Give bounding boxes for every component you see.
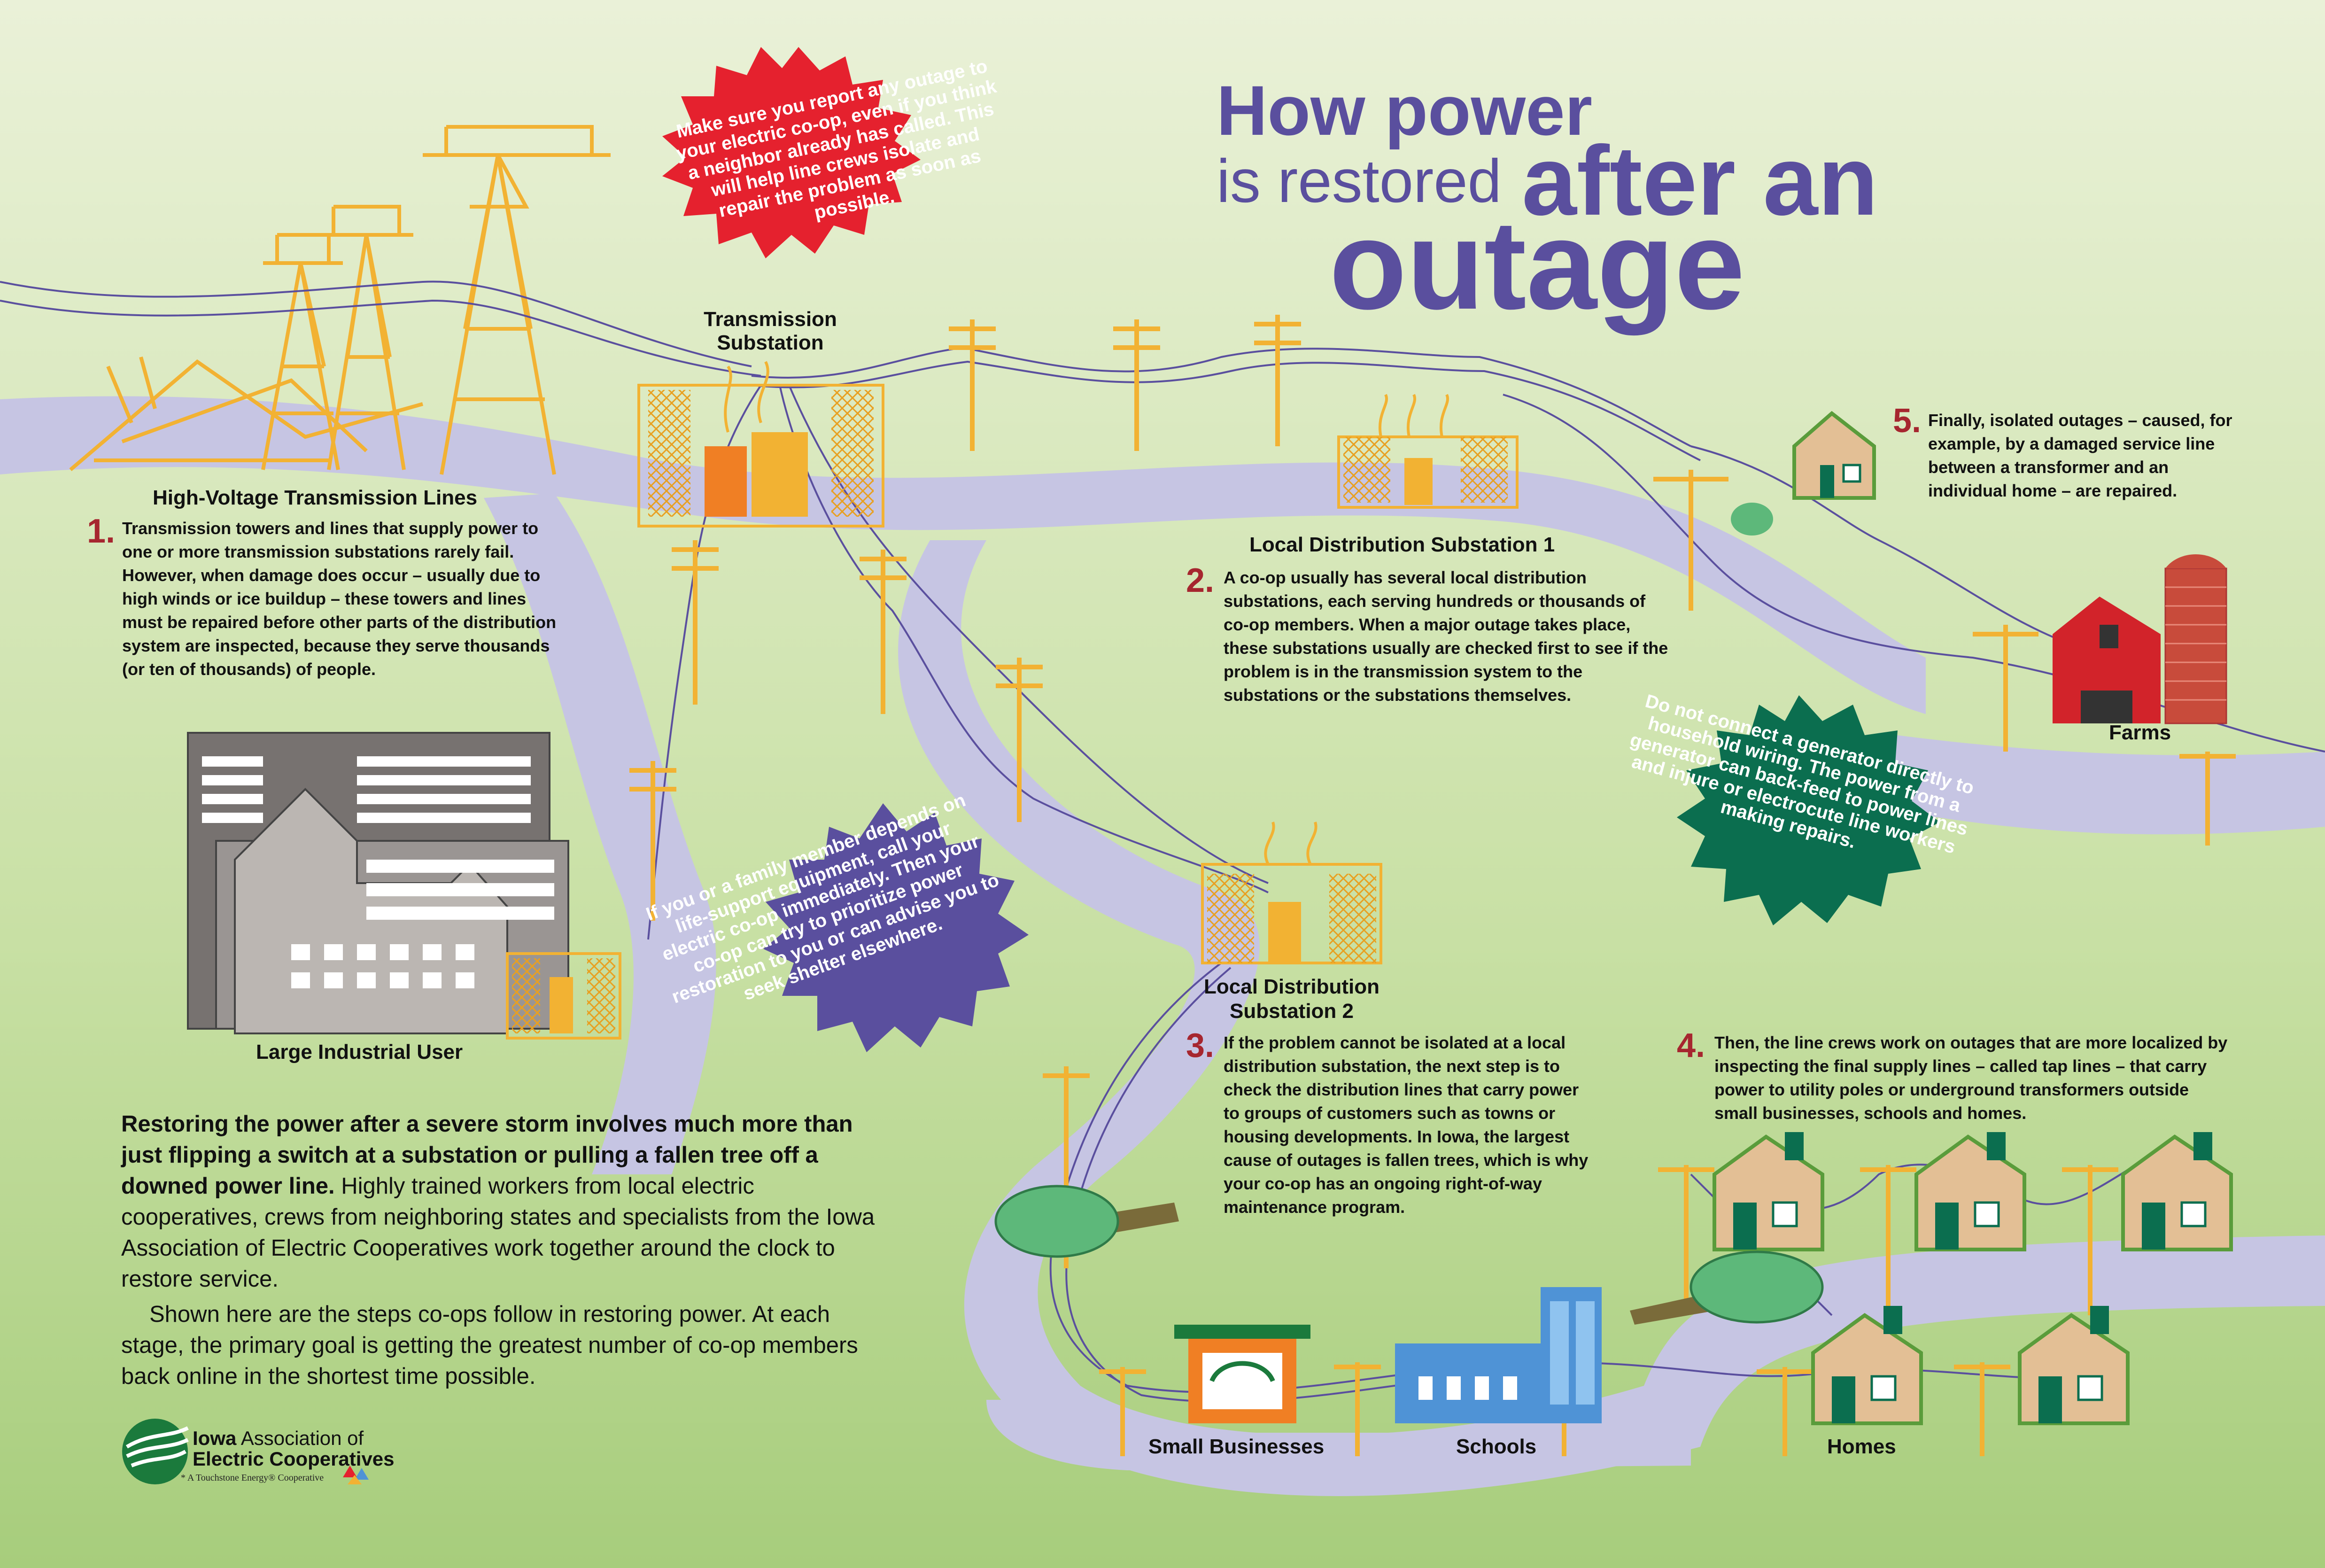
intro-paragraph: Restoring the power after a severe storm… — [121, 1109, 891, 1295]
red-burst-shape — [662, 47, 921, 258]
step-2-number: 2. — [1186, 562, 1215, 599]
tower-fallen — [69, 356, 424, 472]
school-graphic — [1395, 1287, 1602, 1423]
farm-graphic — [2053, 554, 2227, 724]
label-small-businesses: Small Businesses — [1148, 1435, 1325, 1458]
iowa-coop-logo-mark — [122, 1419, 189, 1484]
isolated-home-graphic — [1731, 411, 1876, 536]
step-2-text: A co-op usually has several local distri… — [1224, 568, 1668, 705]
homes-graphic — [1713, 1132, 2233, 1425]
label-homes: Homes — [1827, 1435, 1896, 1458]
step-1-text: Transmission towers and lines that suppl… — [122, 519, 557, 679]
step-1-number: 1. — [87, 512, 116, 550]
tower-2 — [319, 205, 413, 470]
title-line-2: is restored — [1217, 147, 1502, 215]
label-large-industrial-user: Large Industrial User — [256, 1040, 463, 1063]
logo-line-2: Electric Cooperatives — [193, 1448, 395, 1470]
step-3-number: 3. — [1186, 1027, 1215, 1064]
purple-burst-shape — [763, 803, 1029, 1052]
label-transmission-substation-line-1: Transmission — [704, 308, 837, 331]
label-local-substation-2: Local Distribution Substation 2 — [1174, 975, 1409, 1024]
step-3-text: If the problem cannot be isolated at a l… — [1224, 1033, 1589, 1217]
fallen-trees — [994, 1185, 1824, 1325]
step-4-number: 4. — [1677, 1027, 1705, 1064]
transmission-substation-graphic — [637, 361, 884, 528]
label-farms: Farms — [2109, 721, 2171, 744]
label-local-substation-1: Local Distribution Substation 1 — [1249, 533, 1555, 556]
logo-text: Iowa Association of Electric Cooperative… — [193, 1428, 395, 1469]
green-burst-shape — [1677, 695, 1940, 925]
logo-line-1: Iowa Association of — [193, 1428, 395, 1449]
label-transmission-substation: Transmission Substation — [676, 308, 864, 355]
logo-iowa: Iowa — [193, 1427, 237, 1449]
label-local-substation-2-line-2: Substation 2 — [1229, 1000, 1354, 1023]
intro-paragraph-2: Shown here are the steps co-ops follow i… — [121, 1302, 858, 1389]
title-line-4: outage — [1329, 194, 1745, 336]
title-line-3: after an — [1522, 125, 1878, 236]
touchstone-icon — [343, 1466, 369, 1484]
transmission-towers — [69, 125, 611, 475]
label-transmission-substation-line-2: Substation — [717, 331, 824, 354]
title-line-1: How power — [1217, 71, 1593, 150]
logo-tagline: * A Touchstone Energy® Cooperative — [181, 1473, 324, 1483]
intro-lead: Restoring the power after a severe storm… — [121, 1111, 853, 1199]
step-5-text: Finally, isolated outages – caused, for … — [1928, 411, 2232, 500]
label-local-substation-2-line-1: Local Distribution — [1204, 975, 1380, 998]
local-substation-2-graphic — [1201, 822, 1382, 964]
tower-3 — [423, 125, 611, 475]
step-4-text: Then, the line crews work on outages tha… — [1714, 1033, 2228, 1123]
industrial-building-graphic — [187, 732, 621, 1040]
step-5-number: 5. — [1893, 402, 1922, 440]
intro-rest: Highly trained workers from local electr… — [121, 1173, 875, 1292]
label-high-voltage-lines: High-Voltage Transmission Lines — [153, 486, 478, 509]
small-business-graphic — [1174, 1325, 1310, 1423]
label-schools: Schools — [1456, 1435, 1537, 1458]
local-substation-1-graphic — [1337, 394, 1519, 509]
logo-association: Association of — [236, 1427, 364, 1449]
